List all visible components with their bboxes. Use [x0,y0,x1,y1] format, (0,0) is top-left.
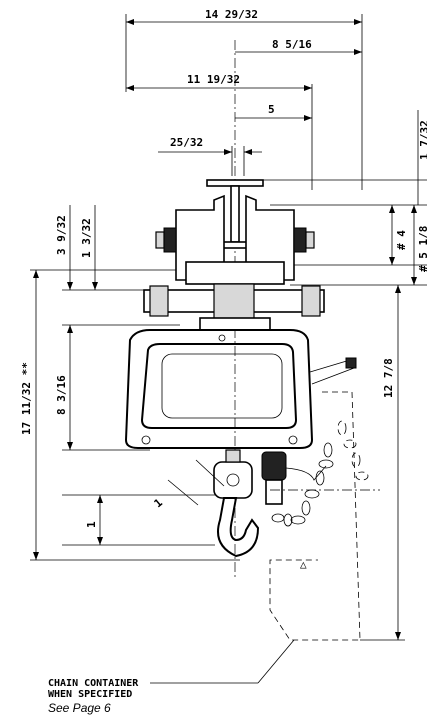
dim-right-width: 8 5/16 [272,38,312,51]
dim-left-upper-a: 3 9/32 [55,215,68,255]
triangle-mark: △ [300,558,307,571]
dim-hook-height: 1 [85,521,98,528]
hook-block: 1 [152,449,260,558]
dim-overall-width: 14 29/32 [205,8,258,21]
right-dimensions: 1 7/32 # 4 # 5 1/8 12 7/8 [250,110,427,641]
note-chain-container: CHAIN CONTAINER [48,678,139,689]
dim-left-width: 11 19/32 [187,73,240,86]
dim-hook-width: 1 [152,496,166,510]
dim-beam-height-b: # 5 1/8 [417,226,427,272]
hoist-body [124,329,357,449]
dim-beam-height-a: # 4 [395,230,408,250]
top-dimensions: 14 29/32 8 5/16 11 19/32 5 25/32 [125,8,363,190]
chain-container: △ [150,391,361,684]
note-when-specified: WHEN SPECIFIED [48,689,132,700]
note-see-page: See Page 6 [48,701,111,715]
dim-right-height: 12 7/8 [382,358,395,398]
load-chain [261,420,380,527]
dim-left-upper-b: 1 3/32 [80,218,93,258]
dim-top-right: 1 7/32 [418,120,427,160]
dim-overall-height: 17 11/32 ** [20,362,33,435]
dim-body-height: 8 3/16 [55,375,68,415]
dim-center-offset: 5 [268,103,275,116]
dim-beam-offset: 25/32 [170,136,203,149]
trolley [143,194,325,331]
